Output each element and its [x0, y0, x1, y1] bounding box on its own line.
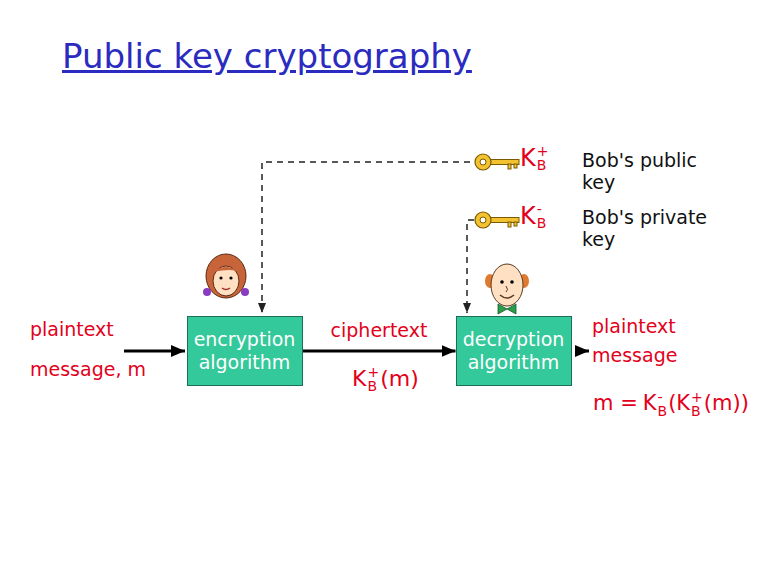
- ciphertext-formula-text: K: [352, 366, 366, 392]
- subscript: B: [537, 216, 547, 230]
- script-stack: +B: [537, 144, 549, 172]
- flow-arrow: [303, 350, 456, 353]
- key-caption-text: Bob's public key: [582, 149, 697, 193]
- input-arrow: [124, 350, 185, 353]
- decryption-formula-text: K: [676, 391, 690, 416]
- slide-title: Public key cryptography: [62, 36, 472, 76]
- key-icon: [475, 212, 519, 228]
- subscript: B: [537, 158, 547, 172]
- key-leader: [262, 162, 470, 313]
- key-symbol: K+B: [520, 144, 549, 173]
- input-label-text: plaintext message, m: [30, 318, 146, 380]
- alice-figure: [203, 254, 249, 298]
- process-box: encryption algorithm: [187, 316, 303, 386]
- superscript: +: [691, 390, 703, 404]
- output-label: plaintext message: [592, 312, 692, 369]
- script-stack: -B: [537, 202, 547, 230]
- connector-layer: [303, 351, 456, 352]
- ciphertext-formula-text: (m): [380, 366, 419, 392]
- decryption-formula: m =K-B(K+B(m)): [593, 390, 749, 418]
- output-arrow: [575, 350, 589, 353]
- decryption-formula-text: K: [643, 391, 657, 416]
- bob-figure: [485, 264, 529, 314]
- script-stack: +B: [367, 365, 379, 393]
- key-caption: Bob's private key: [582, 207, 722, 251]
- subscript: B: [367, 379, 377, 393]
- ciphertext-formula: K+B(m): [352, 365, 419, 393]
- key-symbol: K-B: [520, 202, 547, 231]
- superscript: -: [658, 390, 663, 404]
- subscript: B: [691, 404, 701, 418]
- edge-label: ciphertext: [329, 319, 430, 342]
- box-label: encryption algorithm: [194, 328, 296, 374]
- script-stack: +B: [691, 390, 703, 418]
- superscript: +: [537, 144, 549, 158]
- key-caption-text: Bob's private key: [582, 206, 707, 250]
- superscript: -: [537, 202, 542, 216]
- key-caption: Bob's public key: [582, 150, 714, 194]
- process-box: decryption algorithm: [456, 316, 572, 386]
- decryption-formula-text: m =: [593, 391, 638, 416]
- superscript: +: [367, 365, 379, 379]
- input-label: plaintext message, m: [30, 310, 155, 390]
- script-stack: -B: [658, 390, 668, 418]
- key-symbol-text: K: [520, 202, 536, 231]
- decryption-formula-text: (: [668, 391, 676, 416]
- output-label-text: plaintext message: [592, 315, 677, 366]
- subscript: B: [658, 404, 668, 418]
- key-leader: [467, 220, 474, 313]
- decryption-formula-text: (m)): [704, 391, 749, 416]
- key-icon: [475, 154, 519, 170]
- box-label: decryption algorithm: [463, 328, 565, 374]
- key-symbol-text: K: [520, 144, 536, 173]
